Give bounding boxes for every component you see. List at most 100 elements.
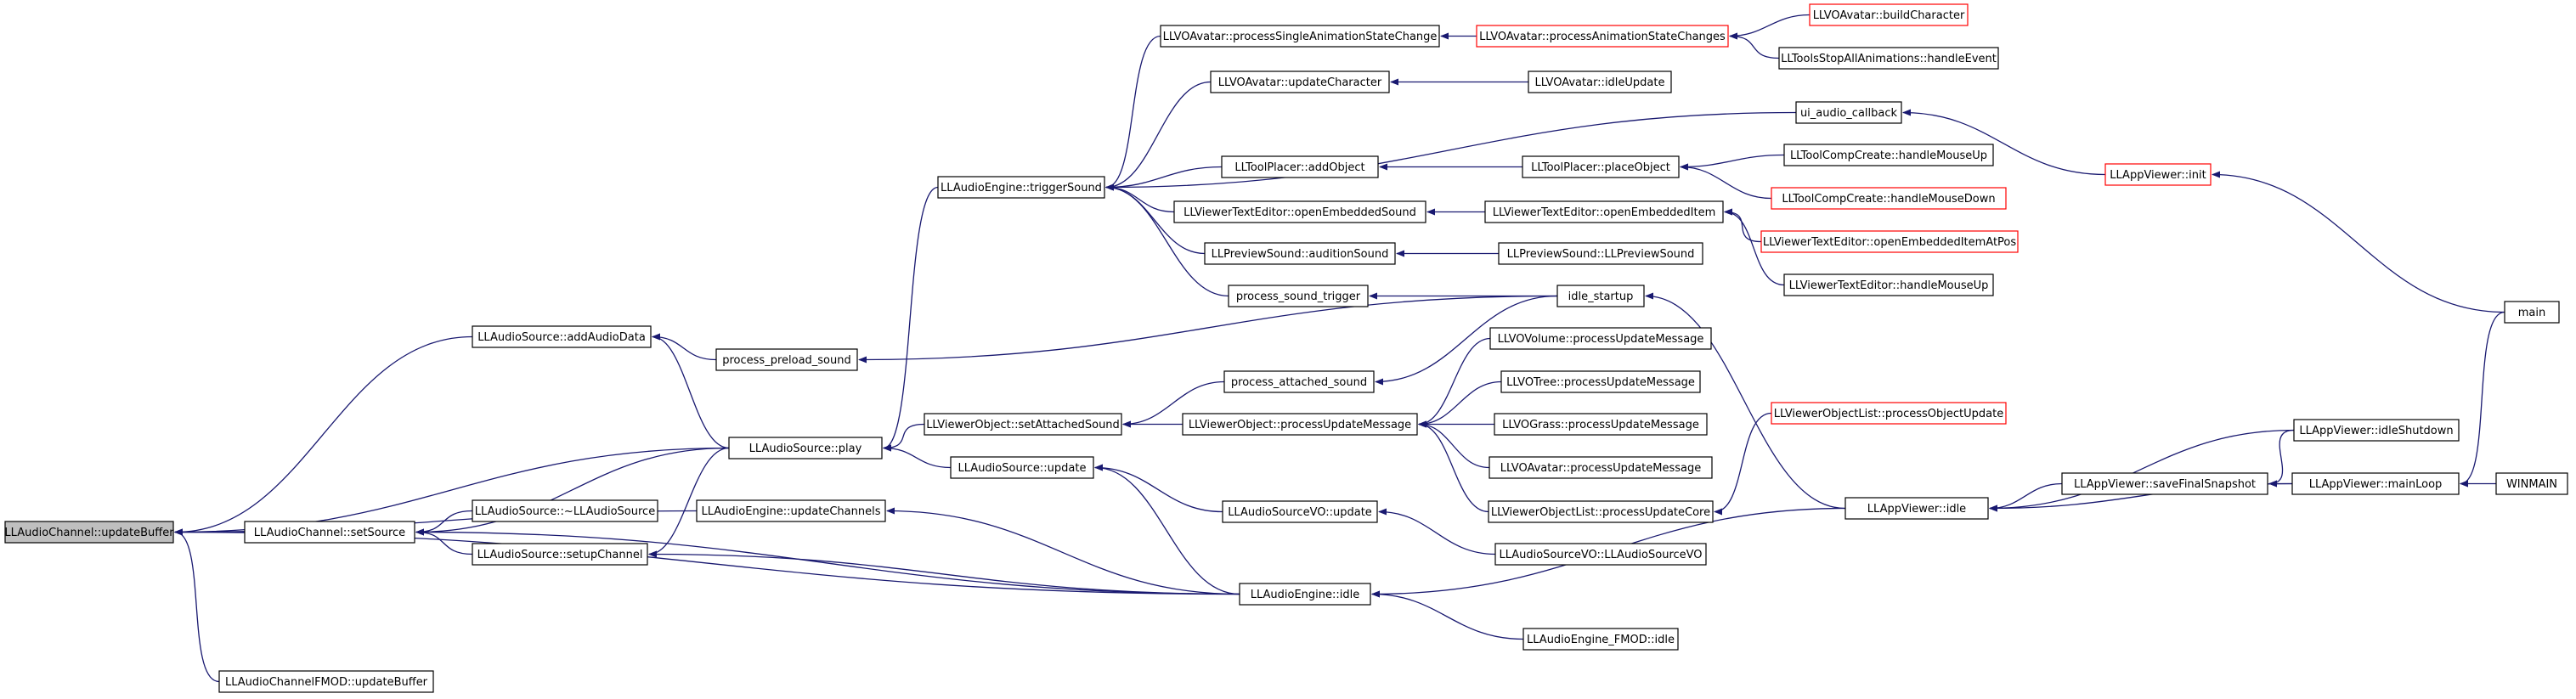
edge-n32-to-n21 bbox=[1418, 420, 1490, 469]
node-llvoavatar-buildcharacter[interactable]: LLVOAvatar::buildCharacter bbox=[1809, 3, 1969, 26]
node-box bbox=[1783, 273, 1994, 296]
node-box bbox=[1239, 583, 1371, 606]
node-llvoavatar-updatecharacter[interactable]: LLVOAvatar::updateCharacter bbox=[1210, 70, 1390, 93]
node-llaudioengine-idle[interactable]: LLAudioEngine::idle bbox=[1239, 583, 1371, 606]
node-lltoolcompcreate-handlemousedown[interactable]: LLToolCompCreate::handleMouseDown bbox=[1771, 187, 2007, 210]
node-winmain[interactable]: WINMAIN bbox=[2495, 472, 2568, 495]
node-llaudioengine-fmod-idle[interactable]: LLAudioEngine_FMOD::idle bbox=[1522, 628, 1679, 651]
node-llaudiochannel-updatebuffer[interactable]: LLAudioChannel::updateBuffer bbox=[4, 521, 174, 544]
node-llappviewer-mainloop[interactable]: LLAppViewer::mainLoop bbox=[2291, 472, 2460, 495]
node-llpreviewsound-llpreviewsound[interactable]: LLPreviewSound::LLPreviewSound bbox=[1498, 242, 1703, 265]
node-llappviewer-init[interactable]: LLAppViewer::init bbox=[2104, 163, 2212, 186]
edge-n35-to-n7 bbox=[1371, 590, 1524, 640]
edge-n5-to-n4 bbox=[652, 333, 730, 449]
node-llviewertexteditor-openembeddeditematpos[interactable]: LLViewerTextEditor::openEmbeddedItemAtPo… bbox=[1760, 230, 2019, 253]
node-label: process_attached_sound bbox=[1231, 376, 1367, 389]
node-label: LLVOAvatar::processSingleAnimationStateC… bbox=[1163, 31, 1438, 43]
node-label: LLAppViewer::idle bbox=[1867, 503, 1966, 516]
node-label: LLViewerTextEditor::openEmbeddedItem bbox=[1493, 206, 1715, 219]
node-label: LLAudioEngine::idle bbox=[1251, 589, 1360, 601]
node-lltoolplacer-addobject[interactable]: LLToolPlacer::addObject bbox=[1221, 155, 1379, 178]
node-label: LLAudioSource::setupChannel bbox=[477, 549, 643, 561]
node-llaudiochannelfmod-updatebuffer[interactable]: LLAudioChannelFMOD::updateBuffer bbox=[218, 670, 434, 693]
edge-n7-to-n3 bbox=[415, 528, 1240, 595]
node-llviewerobjectlist-processupdatecore[interactable]: LLViewerObjectList::processUpdateCore bbox=[1488, 500, 1714, 523]
node-box bbox=[2104, 163, 2212, 186]
node-llviewertexteditor-openembeddeditem[interactable]: LLViewerTextEditor::openEmbeddedItem bbox=[1484, 200, 1724, 223]
node-llaudiosource-update[interactable]: LLAudioSource::update bbox=[950, 456, 1094, 479]
node-process-preload-sound[interactable]: process_preload_sound bbox=[715, 348, 858, 371]
node-main[interactable]: main bbox=[2504, 301, 2560, 324]
node-llvograss-processupdatemessage[interactable]: LLVOGrass::processUpdateMessage bbox=[1494, 413, 1708, 436]
node-label: LLPreviewSound::LLPreviewSound bbox=[1507, 248, 1695, 261]
node-box bbox=[472, 543, 648, 566]
node-label: ui_audio_callback bbox=[1800, 107, 1898, 120]
node-layer: LLAudioChannel::updateBufferLLAudioChann… bbox=[4, 3, 2568, 693]
node-llviewertexteditor-openembeddedsound[interactable]: LLViewerTextEditor::openEmbeddedSound bbox=[1173, 200, 1426, 223]
node-label: LLViewerObjectList::processUpdateCore bbox=[1491, 506, 1710, 519]
node-llvoavatar-processsingleanimationstatechange[interactable]: LLVOAvatar::processSingleAnimationStateC… bbox=[1160, 25, 1440, 48]
node-llappviewer-savefinalsnapshot[interactable]: LLAppViewer::saveFinalSnapshot bbox=[2061, 472, 2268, 495]
node-box bbox=[1222, 500, 1378, 523]
node-lltoolcompcreate-handlemouseup[interactable]: LLToolCompCreate::handleMouseUp bbox=[1783, 144, 1994, 166]
edge-n39-to-n25 bbox=[1680, 154, 1785, 171]
node-box bbox=[1522, 628, 1679, 651]
node-label: process_preload_sound bbox=[722, 354, 851, 367]
node-llviewerobject-setattachedsound[interactable]: LLViewerObject::setAttachedSound bbox=[924, 413, 1122, 436]
node-llvoavatar-idleupdate[interactable]: LLVOAvatar::idleUpdate bbox=[1528, 70, 1672, 93]
node-box bbox=[1221, 155, 1379, 178]
edge-n29-to-n21 bbox=[1418, 337, 1491, 428]
node-label: LLToolPlacer::placeObject bbox=[1531, 161, 1670, 174]
node-llviewerobjectlist-processobjectupdate[interactable]: LLViewerObjectList::processObjectUpdate bbox=[1771, 402, 2007, 425]
node-box bbox=[4, 521, 174, 544]
edge-n19-to-n11 bbox=[1105, 183, 1229, 297]
node-llviewertexteditor-handlemouseup[interactable]: LLViewerTextEditor::handleMouseUp bbox=[1783, 273, 1994, 296]
edge-n12-to-n5 bbox=[883, 423, 925, 452]
node-llappviewer-idleshutdown[interactable]: LLAppViewer::idleShutdown bbox=[2293, 419, 2460, 442]
node-box bbox=[2291, 472, 2460, 495]
node-process-sound-trigger[interactable]: process_sound_trigger bbox=[1228, 285, 1369, 307]
node-llaudiosource-play[interactable]: LLAudioSource::play bbox=[728, 437, 883, 459]
node-lltoolplacer-placeobject[interactable]: LLToolPlacer::placeObject bbox=[1522, 155, 1680, 178]
node-label: LLVOTree::processUpdateMessage bbox=[1506, 376, 1695, 389]
node-label: LLViewerTextEditor::handleMouseUp bbox=[1789, 279, 1989, 292]
node-label: WINMAIN bbox=[2506, 478, 2557, 491]
edge-n37-to-n23 bbox=[1729, 14, 1811, 40]
edge-n15-to-n11 bbox=[1105, 81, 1212, 191]
node-box bbox=[1228, 285, 1369, 307]
node-llpreviewsound-auditionsound[interactable]: LLPreviewSound::auditionSound bbox=[1204, 242, 1396, 265]
node-llaudiosource-setupchannel[interactable]: LLAudioSource::setupChannel bbox=[472, 543, 648, 566]
node-label: LLAudioChannelFMOD::updateBuffer bbox=[225, 676, 428, 689]
node-label: main bbox=[2518, 307, 2545, 319]
node-box bbox=[1160, 25, 1440, 48]
node-label: LLAppViewer::mainLoop bbox=[2309, 478, 2443, 491]
node-box bbox=[1489, 456, 1713, 479]
node-llaudiosourcevo-update[interactable]: LLAudioSourceVO::update bbox=[1222, 500, 1378, 523]
node-box bbox=[1173, 200, 1426, 223]
node-ui-audio-callback[interactable]: ui_audio_callback bbox=[1795, 101, 1902, 124]
node-llaudioengine-updatechannels[interactable]: LLAudioEngine::updateChannels bbox=[696, 499, 886, 522]
node-box bbox=[472, 325, 652, 348]
node-llaudiosource-llaudiosource[interactable]: LLAudioSource::~LLAudioSource bbox=[472, 499, 658, 522]
node-llvoavatar-processupdatemessage[interactable]: LLVOAvatar::processUpdateMessage bbox=[1489, 456, 1713, 479]
node-llvovolume-processupdatemessage[interactable]: LLVOVolume::processUpdateMessage bbox=[1489, 327, 1712, 350]
edge-n7-to-n13 bbox=[1094, 464, 1240, 595]
node-llappviewer-idle[interactable]: LLAppViewer::idle bbox=[1844, 497, 1989, 520]
node-idle-startup[interactable]: idle_startup bbox=[1556, 285, 1645, 307]
node-box bbox=[1484, 200, 1724, 223]
node-lltoolsstopallanimations-handleevent[interactable]: LLToolsStopAllAnimations::handleEvent bbox=[1778, 47, 1999, 70]
node-llvotree-processupdatemessage[interactable]: LLVOTree::processUpdateMessage bbox=[1500, 370, 1701, 393]
node-llaudioengine-triggersound[interactable]: LLAudioEngine::triggerSound bbox=[937, 176, 1105, 199]
node-llviewerobject-processupdatemessage[interactable]: LLViewerObject::processUpdateMessage bbox=[1182, 413, 1418, 436]
node-llaudiosource-addaudiodata[interactable]: LLAudioSource::addAudioData bbox=[472, 325, 652, 348]
node-llvoavatar-processanimationstatechanges[interactable]: LLVOAvatar::processAnimationStateChanges bbox=[1476, 25, 1729, 48]
node-llaudiochannel-setsource[interactable]: LLAudioChannel::setSource bbox=[244, 521, 415, 544]
node-label: LLAppViewer::idleShutdown bbox=[2299, 425, 2453, 437]
node-label: LLAppViewer::init bbox=[2110, 169, 2206, 182]
node-llaudiosourcevo-llaudiosourcevo[interactable]: LLAudioSourceVO::LLAudioSourceVO bbox=[1494, 543, 1707, 566]
edge-n45-to-n44 bbox=[1989, 482, 2063, 512]
node-label: LLVOAvatar::idleUpdate bbox=[1534, 76, 1664, 89]
node-box bbox=[1771, 402, 2007, 425]
edge-n28-to-n20 bbox=[1375, 295, 1558, 386]
node-process-attached-sound[interactable]: process_attached_sound bbox=[1223, 370, 1375, 393]
